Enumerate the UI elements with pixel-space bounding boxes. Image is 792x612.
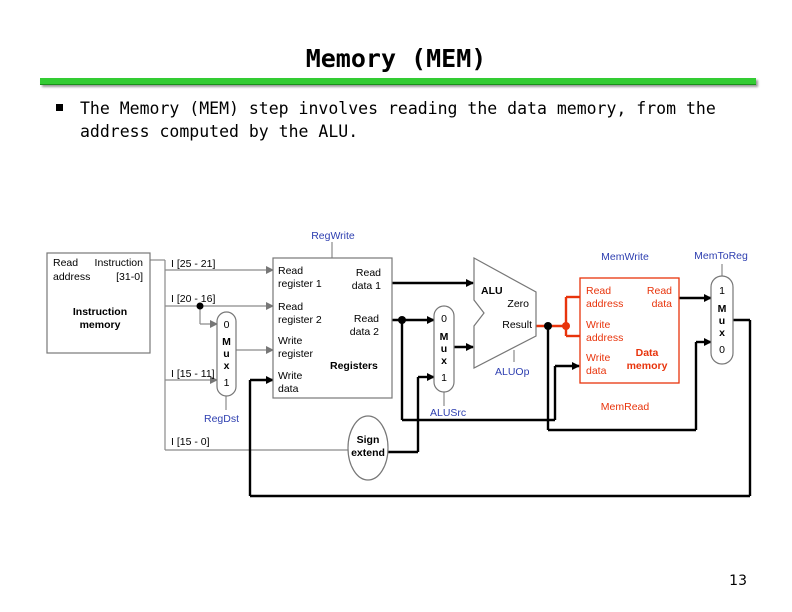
memtoreg-mux-in-label: 0: [719, 344, 725, 356]
junction-dot: [398, 316, 406, 324]
read-data1-label: data 1: [352, 280, 381, 292]
data-memory-name: Data: [636, 347, 659, 359]
write-address-label: Write: [586, 319, 610, 331]
read-reg1-label: register 1: [278, 278, 322, 290]
write-data-label: data: [278, 383, 299, 395]
register-file: Read register 1 Read register 2 Write re…: [272, 257, 393, 399]
regdst-control-label: RegDst: [204, 413, 239, 425]
alu-zero-label: Zero: [507, 298, 529, 310]
alusrc-control-label: ALUSrc: [430, 407, 466, 419]
write-address-label: address: [586, 332, 623, 344]
sign-extend-label: Sign: [357, 434, 380, 446]
read-data2-label: Read: [354, 313, 379, 325]
bullet-text: The Memory (MEM) step involves reading t…: [80, 99, 716, 141]
field-rt-label: I [20 - 16]: [171, 293, 215, 305]
regwrite-control-label: RegWrite: [311, 230, 355, 242]
instruction-memory: Read address Instruction [31-0] Instruct…: [46, 252, 151, 354]
field-rs-label: I [25 - 21]: [171, 258, 215, 270]
field-rd-label: I [15 - 11]: [171, 368, 215, 380]
imem-name-line2: memory: [80, 319, 121, 331]
data-memory: Read address Read data Write address Wri…: [579, 277, 680, 384]
memtoreg-mux-in-label: 1: [719, 285, 725, 297]
mem-read-data-label: Read: [647, 285, 672, 297]
memtoreg-mux: 1 M u x 0: [710, 275, 734, 365]
inactive-wires: [150, 242, 723, 454]
bullet-icon: [56, 104, 63, 111]
alusrc-mux-letter: M: [440, 331, 449, 343]
alu-unit: ALU Zero Result: [473, 256, 537, 369]
field-imm-label: I [15 - 0]: [171, 436, 210, 448]
active-wires: [248, 279, 752, 498]
sign-extend-unit: Sign extend: [347, 415, 389, 481]
junction-dot: [544, 322, 552, 330]
alusrc-mux-letter: u: [441, 343, 447, 355]
regdst-mux-letter: M: [222, 336, 231, 348]
slide-title: Memory (MEM): [305, 44, 487, 73]
regdst-mux-in0-label: 0: [224, 319, 230, 331]
imem-name-line1: Instruction: [73, 306, 127, 318]
alusrc-mux-in1-label: 1: [441, 372, 447, 384]
write-data-label: Write: [278, 370, 302, 382]
regdst-mux-letter: x: [224, 360, 230, 372]
write-reg-label: Write: [278, 335, 302, 347]
memread-control-label: MemRead: [601, 401, 650, 413]
read-address-label: Read: [586, 285, 611, 297]
memtoreg-mux-letter: M: [718, 303, 727, 315]
alu-name-label: ALU: [481, 285, 503, 297]
memory-address-wires: [536, 295, 580, 338]
aluop-control-label: ALUOp: [495, 366, 530, 378]
imem-instruction-label: Instruction: [95, 257, 144, 269]
read-data1-label: Read: [356, 267, 381, 279]
data-memory-name: memory: [627, 360, 668, 372]
sign-extend-label: extend: [351, 447, 385, 459]
read-reg2-label: register 2: [278, 314, 322, 326]
junction-dot: [196, 302, 204, 310]
alu-result-label: Result: [502, 319, 532, 331]
registers-name-label: Registers: [330, 360, 378, 372]
imem-read-label: Read: [53, 257, 78, 269]
alusrc-mux-letter: x: [441, 355, 447, 367]
regdst-mux-letter: u: [223, 348, 229, 360]
read-reg1-label: Read: [278, 265, 303, 277]
imem-address-label: address: [53, 271, 90, 283]
memtoreg-control-label: MemToReg: [694, 250, 748, 262]
read-data2-label: data 2: [350, 326, 379, 338]
mem-read-data-label: data: [652, 298, 673, 310]
regdst-mux-in1-label: 1: [224, 377, 230, 389]
memwrite-control-label: MemWrite: [601, 251, 649, 263]
junction-dots: [196, 302, 570, 330]
read-address-label: address: [586, 298, 623, 310]
alusrc-mux: 0 M u x 1: [433, 305, 455, 393]
junction-dot: [562, 322, 570, 330]
regdst-mux: 0 M u x 1: [216, 311, 237, 397]
write-reg-label: register: [278, 348, 314, 360]
memtoreg-mux-letter: x: [719, 327, 725, 339]
mem-write-data-label: Write: [586, 352, 610, 364]
mem-write-data-label: data: [586, 365, 607, 377]
memtoreg-mux-letter: u: [719, 315, 725, 327]
title-divider: [40, 78, 756, 85]
page-number: 13: [729, 573, 747, 589]
imem-bits-label: [31-0]: [116, 271, 143, 283]
alusrc-mux-in0-label: 0: [441, 313, 447, 325]
read-reg2-label: Read: [278, 301, 303, 313]
